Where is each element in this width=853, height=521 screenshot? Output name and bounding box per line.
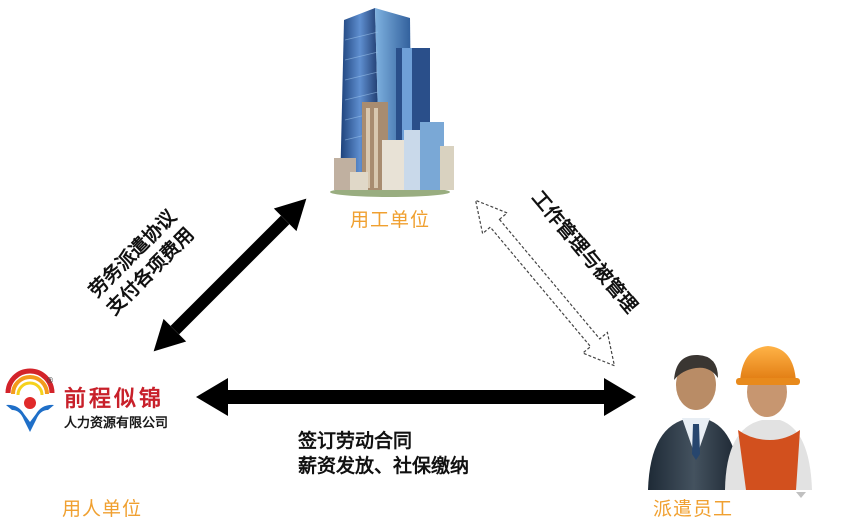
- arrow-dispatcher-employer: [153, 198, 307, 352]
- employees-icon: [648, 346, 812, 498]
- arrow-employer-employee: [474, 199, 616, 367]
- arrow-dispatcher-employee: [196, 378, 636, 416]
- building-icon: [330, 8, 454, 197]
- edge-label-dispatcher-employee: 签订劳动合同 薪资发放、社保缴纳: [298, 429, 469, 479]
- logo-title: 前程似锦: [64, 387, 165, 412]
- logo-subtitle: 人力资源有限公司: [64, 416, 169, 431]
- dispatcher-label: 用人单位: [62, 498, 143, 520]
- employer-label: 用工单位: [350, 209, 431, 231]
- employee-label: 派遣员工: [653, 498, 734, 520]
- company-logo-icon: [5, 368, 55, 432]
- edge-label-line: 签订劳动合同: [298, 430, 413, 452]
- edge-label-line: 薪资发放、社保缴纳: [298, 455, 470, 477]
- registered-mark: ®: [46, 376, 54, 385]
